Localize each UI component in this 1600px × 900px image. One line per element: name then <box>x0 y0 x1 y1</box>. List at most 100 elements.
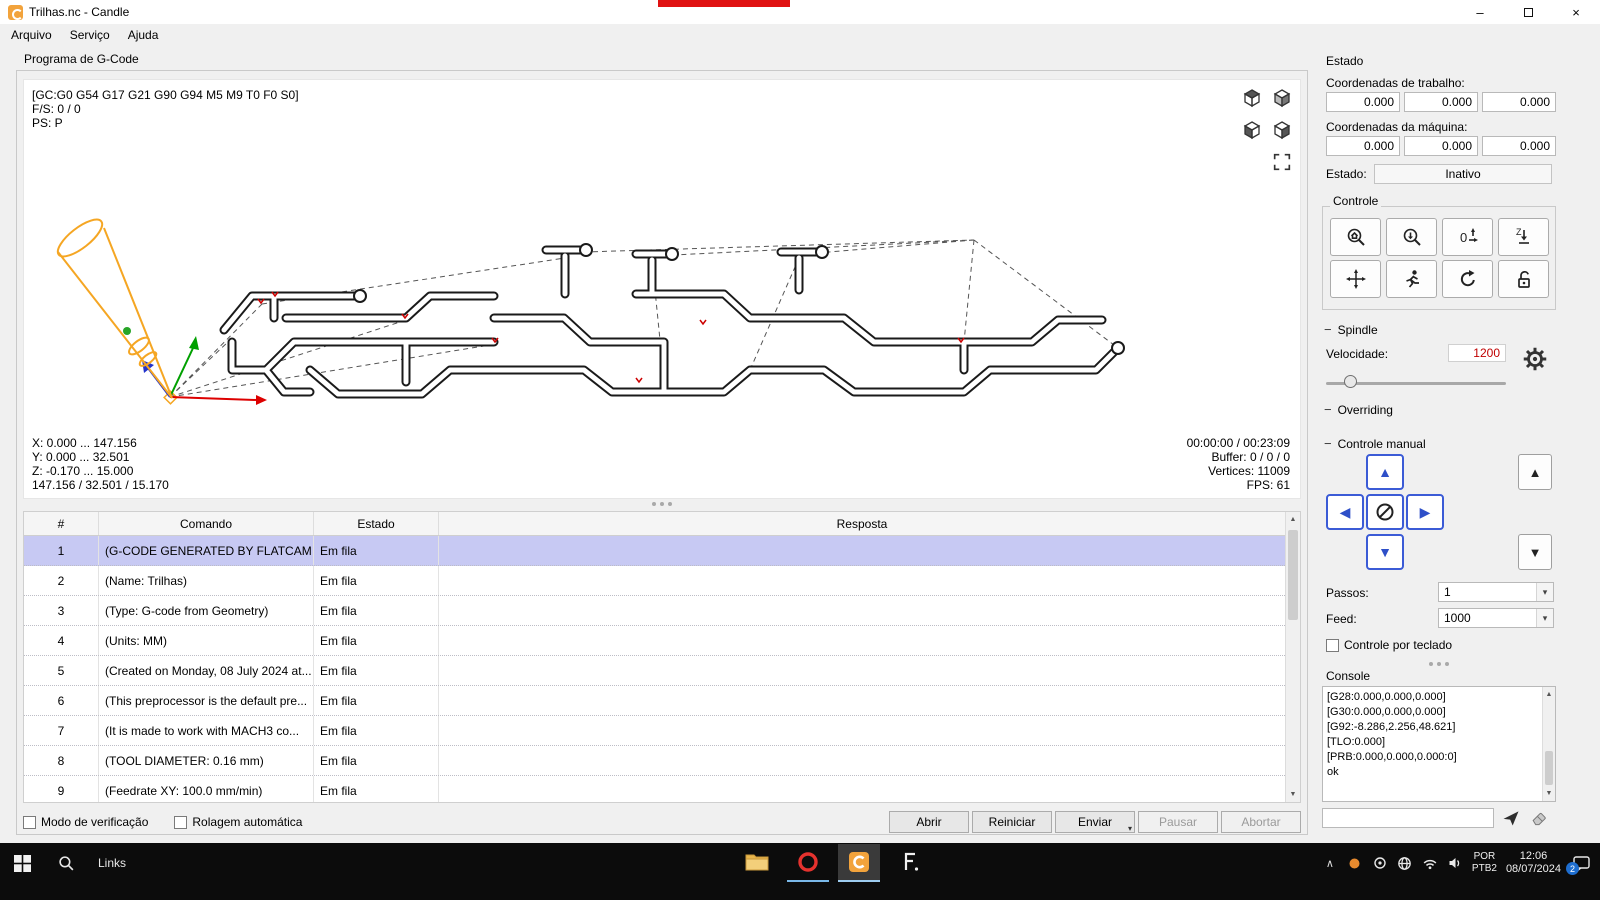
links-toolbar[interactable]: Links <box>98 856 127 870</box>
close-button[interactable]: × <box>1572 4 1580 20</box>
spindle-speed-value[interactable]: 1200 <box>1448 344 1506 362</box>
tray-app-dot-icon[interactable] <box>1372 855 1388 871</box>
console-scroll-thumb[interactable] <box>1545 751 1553 785</box>
keyboard-control-checkbox[interactable]: Controle por teclado <box>1326 638 1452 652</box>
jog-y-plus-button[interactable]: ▲ <box>1366 454 1404 490</box>
collapse-icon[interactable]: − <box>1324 402 1332 417</box>
view-front-button[interactable] <box>1240 118 1264 142</box>
scroll-down-icon[interactable]: ▼ <box>1543 786 1555 801</box>
machine-y-field[interactable] <box>1404 136 1478 156</box>
work-x-field[interactable] <box>1326 92 1400 112</box>
jog-x-minus-button[interactable]: ◀ <box>1326 494 1364 530</box>
send-dropdown-icon[interactable]: ▾ <box>1127 824 1132 833</box>
table-scroll-thumb[interactable] <box>1288 530 1298 620</box>
open-button[interactable]: Abrir <box>889 811 969 833</box>
col-header-estado[interactable]: Estado <box>314 512 439 535</box>
collapse-icon[interactable]: − <box>1324 322 1332 337</box>
table-scrollbar[interactable]: ▲ ▼ <box>1285 512 1300 802</box>
console-send-button[interactable] <box>1498 806 1524 830</box>
taskbar-app-explorer[interactable] <box>736 844 778 882</box>
language-indicator[interactable]: POR PTB2 <box>1472 851 1497 875</box>
work-y-field[interactable] <box>1404 92 1478 112</box>
col-header-resposta[interactable]: Resposta <box>836 516 888 531</box>
tool-cone <box>56 218 173 399</box>
machine-x-field[interactable] <box>1326 136 1400 156</box>
scroll-down-icon[interactable]: ▼ <box>1286 787 1300 802</box>
reset-button[interactable]: Reiniciar <box>972 811 1052 833</box>
jog-z-plus-button[interactable]: ▲ <box>1518 454 1552 490</box>
restore-origin-button[interactable] <box>1330 260 1381 298</box>
taskbar-app-f[interactable] <box>889 844 931 882</box>
menu-servico[interactable]: Serviço <box>69 28 110 42</box>
table-row[interactable]: 4(Units: MM)Em fila <box>24 626 1285 656</box>
scroll-up-icon[interactable]: ▲ <box>1286 512 1300 527</box>
spindle-header[interactable]: − Spindle <box>1324 322 1378 337</box>
collapse-icon[interactable]: − <box>1324 436 1332 451</box>
view-isometric-button[interactable] <box>1240 86 1264 110</box>
taskbar-search-button[interactable] <box>44 843 88 883</box>
table-row[interactable]: 1(G-CODE GENERATED BY FLATCAM ...Em fila <box>24 536 1285 566</box>
send-button[interactable]: Enviar▾ <box>1055 811 1135 833</box>
console-splitter[interactable] <box>1320 662 1558 666</box>
table-row[interactable]: 2(Name: Trilhas)Em fila <box>24 566 1285 596</box>
toolpath-viewport[interactable]: [GC:G0 G54 G17 G21 G90 G94 M5 M9 T0 F0 S… <box>23 79 1301 499</box>
table-row[interactable]: 9(Feedrate XY: 100.0 mm/min)Em fila <box>24 776 1285 802</box>
console-panel[interactable]: [G28:0.000,0.000,0.000][G30:0.000,0.000,… <box>1322 686 1556 802</box>
table-row[interactable]: 5(Created on Monday, 08 July 2024 at...E… <box>24 656 1285 686</box>
tray-chevron-icon[interactable]: ∧ <box>1325 857 1334 870</box>
table-row[interactable]: 8(TOOL DIAMETER: 0.16 mm)Em fila <box>24 746 1285 776</box>
volume-icon[interactable] <box>1447 855 1463 871</box>
unlock-button[interactable] <box>1498 260 1549 298</box>
network-globe-icon[interactable] <box>1397 855 1413 871</box>
autoscroll-checkbox[interactable]: Rolagem automática <box>174 815 302 829</box>
view-side-button[interactable] <box>1270 118 1294 142</box>
taskbar-app-browser[interactable] <box>787 844 829 882</box>
table-row[interactable]: 6(This preprocessor is the default pre..… <box>24 686 1285 716</box>
table-row[interactable]: 3(Type: G-code from Geometry)Em fila <box>24 596 1285 626</box>
tray-app-orange-icon[interactable] <box>1347 855 1363 871</box>
start-button[interactable] <box>0 843 44 883</box>
jog-y-minus-button[interactable]: ▼ <box>1366 534 1404 570</box>
spindle-settings-button[interactable] <box>1516 340 1554 378</box>
chevron-down-icon[interactable]: ▾ <box>1536 583 1553 601</box>
verify-mode-label: Modo de verificação <box>41 815 149 829</box>
manual-control-header[interactable]: − Controle manual <box>1324 436 1426 451</box>
taskbar-clock[interactable]: 12:06 08/07/2024 <box>1506 850 1561 876</box>
steps-select[interactable]: 1 ▾ <box>1438 582 1554 602</box>
zero-xy-button[interactable]: 0 <box>1442 218 1493 256</box>
col-header-comando[interactable]: Comando <box>99 512 314 535</box>
restore-button[interactable] <box>1504 0 1552 24</box>
spindle-speed-slider[interactable] <box>1326 382 1506 385</box>
zero-z-button[interactable]: Z <box>1498 218 1549 256</box>
overriding-header[interactable]: − Overriding <box>1324 402 1393 417</box>
home-button[interactable] <box>1330 218 1381 256</box>
jog-stop-button[interactable] <box>1366 494 1404 530</box>
view-top-button[interactable] <box>1270 86 1294 110</box>
work-z-field[interactable] <box>1482 92 1556 112</box>
verify-mode-checkbox[interactable]: Modo de verificação <box>23 815 148 829</box>
feed-select[interactable]: 1000 ▾ <box>1438 608 1554 628</box>
console-command-input[interactable] <box>1322 808 1494 828</box>
minimize-button[interactable]: – <box>1476 4 1484 20</box>
jog-x-plus-button[interactable]: ▶ <box>1406 494 1444 530</box>
machine-z-field[interactable] <box>1482 136 1556 156</box>
scroll-up-icon[interactable]: ▲ <box>1543 687 1555 702</box>
slider-handle[interactable] <box>1344 375 1357 388</box>
chevron-down-icon[interactable]: ▾ <box>1536 609 1553 627</box>
viz-table-splitter[interactable] <box>17 502 1307 506</box>
candle-app-icon <box>849 852 869 872</box>
fit-view-button[interactable] <box>1270 150 1294 174</box>
console-scrollbar[interactable]: ▲ ▼ <box>1542 687 1555 801</box>
safe-position-button[interactable] <box>1386 260 1437 298</box>
col-header-num[interactable]: # <box>24 512 99 535</box>
menu-arquivo[interactable]: Arquivo <box>11 28 52 42</box>
menu-ajuda[interactable]: Ajuda <box>127 28 159 42</box>
wifi-icon[interactable] <box>1422 855 1438 871</box>
action-center-button[interactable]: 2 <box>1566 853 1592 875</box>
z-probe-button[interactable] <box>1386 218 1437 256</box>
reset-grbl-button[interactable] <box>1442 260 1493 298</box>
table-row[interactable]: 7(It is made to work with MACH3 co...Em … <box>24 716 1285 746</box>
taskbar-app-candle[interactable] <box>838 844 880 882</box>
jog-z-minus-button[interactable]: ▼ <box>1518 534 1552 570</box>
console-clear-button[interactable] <box>1526 806 1552 830</box>
